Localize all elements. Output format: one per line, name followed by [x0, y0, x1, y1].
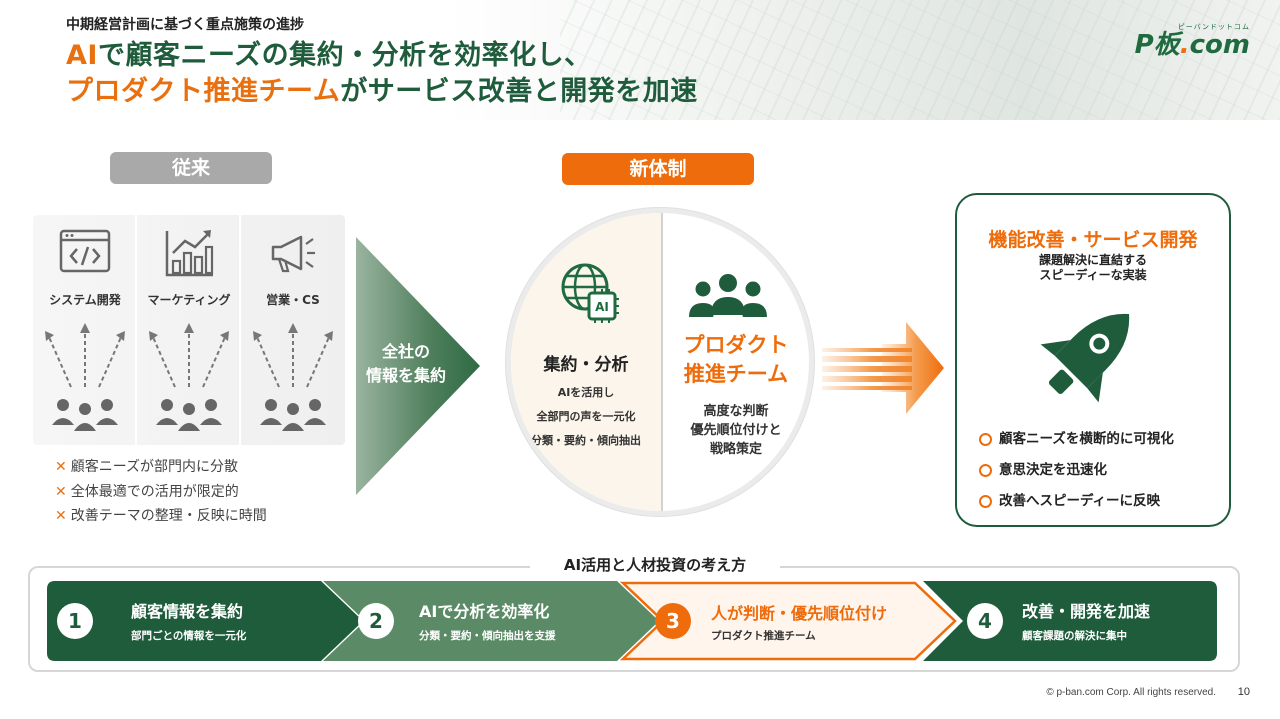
conv-column-system: システム開発: [33, 215, 137, 445]
title-highlight-ai: AI: [66, 40, 98, 71]
rocket-icon: [1040, 313, 1130, 403]
step-4-number: 4: [967, 603, 1003, 639]
benefit-item: 意思決定を迅速化: [979, 455, 1174, 486]
title-line1: で顧客ニーズの集約・分析を効率化し、: [97, 40, 592, 71]
step-4-sub: 顧客課題の解決に集中: [1022, 630, 1127, 642]
code-window-icon: [59, 229, 111, 273]
consolidate-arrow: [356, 237, 480, 495]
benefit-item: 顧客ニーズを横断的に可視化: [979, 424, 1174, 455]
conv-label-marketing: マーケティング: [147, 293, 231, 307]
conv-label-system: システム開発: [49, 293, 121, 307]
people-group-icon: [260, 399, 326, 431]
step-2-sub: 分類・要約・傾向抽出を支援: [419, 630, 556, 642]
issue-item: ✕全体最適での活用が限定的: [55, 483, 239, 500]
aggregate-analyze-title: 集約・分析: [543, 355, 629, 375]
conv-column-marketing: マーケティング: [137, 215, 241, 445]
page-number: 10: [1237, 686, 1250, 698]
step-2-shape: [323, 581, 659, 661]
logo-subtitle: ピーバンドットコム: [1177, 23, 1250, 31]
outcome-title: 機能改善・サービス開発: [988, 229, 1198, 251]
people-group-icon: [156, 399, 222, 431]
new-system-pill: 新体制: [562, 153, 754, 185]
conventional-panel: システム開発 マーケティング: [33, 215, 345, 445]
copyright: © p-ban.com Corp. All rights reserved.: [1046, 687, 1216, 698]
team-icon: [689, 274, 767, 317]
people-group-icon: [52, 399, 118, 431]
product-team-desc: 高度な判断 優先順位付けと 戦略策定: [690, 404, 782, 457]
cross-icon: ✕: [55, 483, 67, 500]
step-3-number: 3: [655, 603, 691, 639]
logo-com: com: [1189, 30, 1250, 60]
logo-main: P板: [1134, 30, 1180, 60]
step-2-title: AIで分析を効率化: [419, 602, 550, 621]
issue-item: ✕改善テーマの整理・反映に時間: [55, 508, 267, 524]
conventional-pill: 従来: [110, 152, 272, 184]
aggregate-analyze-desc: AIを活用し 全部門の声を一元化 分類・要約・傾向抽出: [531, 386, 641, 447]
consolidate-arrow-label: 全社の 情報を集約: [365, 342, 446, 385]
cross-icon: ✕: [55, 508, 67, 524]
product-team-title: プロダクト 推進チーム: [683, 333, 789, 386]
ai-globe-icon: AI: [561, 263, 619, 323]
scatter-arrows-icon: [253, 323, 333, 388]
step-2-number: 2: [358, 603, 394, 639]
circle-mark-icon: [979, 495, 992, 508]
outcome-benefits-list: 顧客ニーズを横断的に可視化 意思決定を迅速化 改善へスピーディーに反映: [979, 424, 1174, 517]
approach-steps: 1 顧客情報を集約 部門ごとの情報を一元化 2 AIで分析を効率化 分類・要約・…: [47, 581, 1217, 661]
company-logo: ピーバンドットコム P板.com: [1135, 22, 1250, 58]
title-line2: がサービス改善と開発を加速: [340, 76, 698, 107]
circle-mark-icon: [979, 433, 992, 446]
cross-icon: ✕: [55, 459, 67, 475]
megaphone-icon: [271, 235, 315, 273]
new-system-circle: AI 集約・分析 AIを活用し 全部門の声を一元化 分類・要約・傾向抽出 プロダ…: [506, 208, 814, 516]
step-1-number: 1: [57, 603, 93, 639]
header-banner: 中期経営計画に基づく重点施策の進捗 AIで顧客ニーズの集約・分析を効率化し、 プ…: [0, 0, 1280, 120]
outcome-subtitle: 課題解決に直結する スピーディーな実装: [1038, 253, 1147, 282]
bar-chart-icon: [165, 230, 214, 277]
conv-column-sales: 営業・CS: [241, 215, 345, 445]
issue-item: ✕顧客ニーズが部門内に分散: [55, 459, 239, 475]
logo-dot: .: [1179, 30, 1190, 60]
step-1-title: 顧客情報を集約: [131, 602, 244, 621]
step-1-shape: [47, 581, 363, 661]
step-4-shape: [923, 581, 1217, 661]
title-highlight-team: プロダクト推進チーム: [66, 76, 341, 107]
conventional-issues-list: ✕顧客ニーズが部門内に分散 ✕全体最適での活用が限定的 ✕改善テーマの整理・反映…: [55, 455, 267, 529]
steps-chevrons: [47, 581, 1217, 661]
step-3-title: 人が判断・優先順位付け: [711, 604, 888, 623]
step-4-title: 改善・開発を加速: [1022, 602, 1151, 621]
speed-arrow-icon: [822, 322, 944, 414]
header-kicker: 中期経営計画に基づく重点施策の進捗: [66, 17, 304, 33]
page-title: AIで顧客ニーズの集約・分析を効率化し、 プロダクト推進チームがサービス改善と開…: [66, 38, 698, 110]
benefit-item: 改善へスピーディーに反映: [979, 486, 1174, 517]
step-1-sub: 部門ごとの情報を一元化: [131, 630, 247, 642]
step-3-sub: プロダクト推進チーム: [711, 630, 816, 642]
ai-chip-label: AI: [595, 300, 609, 314]
outcome-box: 機能改善・サービス開発 課題解決に直結する スピーディーな実装 顧客ニーズを横断…: [955, 193, 1231, 527]
approach-title: AI活用と人材投資の考え方: [530, 554, 780, 575]
conv-label-sales: 営業・CS: [266, 293, 320, 307]
scatter-arrows-icon: [149, 323, 229, 388]
circle-mark-icon: [979, 464, 992, 477]
scatter-arrows-icon: [45, 323, 125, 388]
